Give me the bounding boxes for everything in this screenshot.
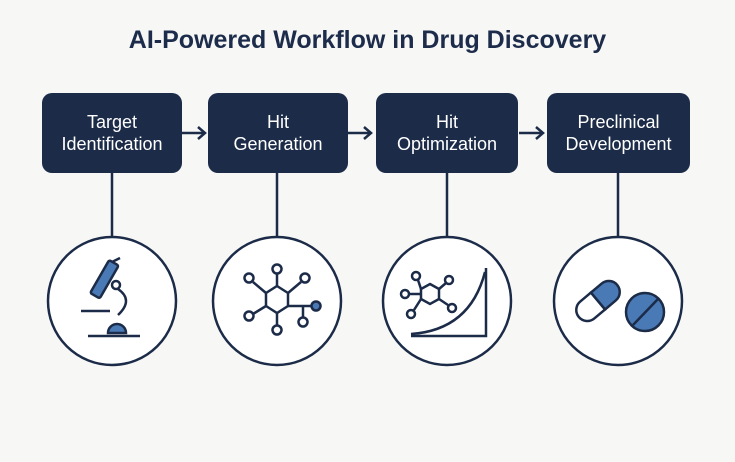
molecule-curve-icon (399, 268, 488, 338)
arrow-1-2 (181, 126, 207, 140)
icon-circle-3 (381, 235, 513, 367)
step-label-line2: Optimization (396, 134, 498, 154)
step-target-identification: Target Identification (42, 93, 182, 173)
page-title: AI-Powered Workflow in Drug Discovery (128, 26, 607, 54)
step-label-line2: Development (565, 134, 672, 154)
step-preclinical-development: Preclinical Development (547, 93, 690, 173)
icon-circle-2 (211, 235, 343, 367)
arrow-2-3 (347, 126, 373, 140)
step-hit-optimization: Hit Optimization (376, 93, 518, 173)
step-label-line1: Target (86, 112, 138, 132)
step-hit-generation: Hit Generation (208, 93, 348, 173)
molecule-network-icon (243, 263, 322, 336)
step-label-line2: Generation (233, 134, 323, 154)
icon-circle-1 (46, 235, 178, 367)
microscope-icon (81, 256, 140, 338)
step-label-line1: Preclinical (577, 112, 660, 132)
step-label-line1: Hit (267, 112, 289, 132)
step-label-line1: Hit (436, 112, 458, 132)
icon-circle-4 (552, 235, 684, 367)
arrow-3-4 (519, 126, 545, 140)
step-label-line2: Identification (61, 134, 163, 154)
pills-icon (575, 279, 666, 333)
